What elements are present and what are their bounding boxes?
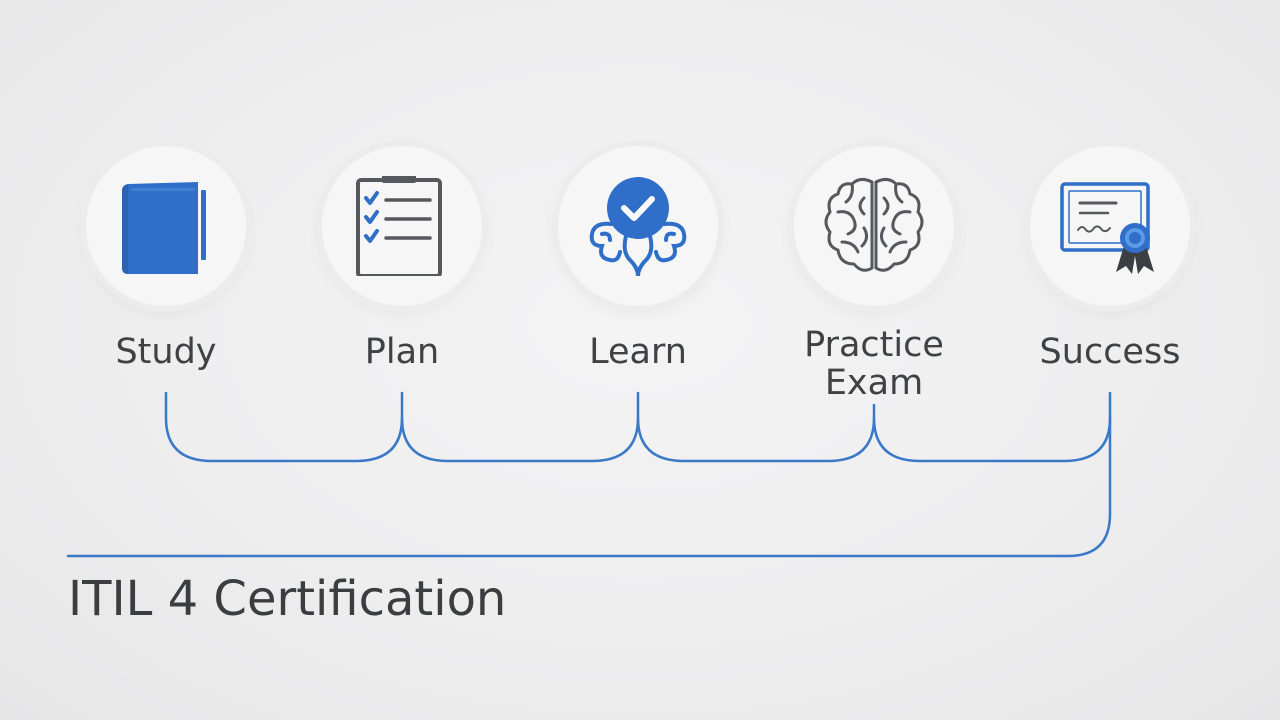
- connector-practice-success: [872, 391, 1112, 463]
- certificate-icon: [1060, 182, 1154, 274]
- step-study-label: Study: [115, 332, 217, 372]
- step-learn-circle: [558, 146, 718, 306]
- step-learn-label: Learn: [589, 332, 687, 372]
- book-icon: [122, 182, 206, 274]
- connector-plan-learn: [400, 391, 640, 463]
- step-practice-exam-circle: [794, 146, 954, 306]
- connector-study-plan: [164, 391, 404, 463]
- connector-learn-practice: [636, 403, 876, 463]
- step-success-label: Success: [1039, 332, 1181, 372]
- step-success-circle: [1030, 146, 1190, 306]
- step-practice-exam-label: Practice Exam: [804, 325, 944, 403]
- step-plan-circle: [322, 146, 482, 306]
- page-title: ITIL 4 Certification: [68, 571, 507, 627]
- brain-icon: [824, 177, 924, 272]
- step-plan-label: Plan: [364, 332, 440, 372]
- clipboard-checklist-icon: [356, 176, 442, 276]
- brain-check-icon: [589, 177, 687, 276]
- connector-success-certification: [66, 416, 1112, 558]
- step-study-circle: [86, 146, 246, 306]
